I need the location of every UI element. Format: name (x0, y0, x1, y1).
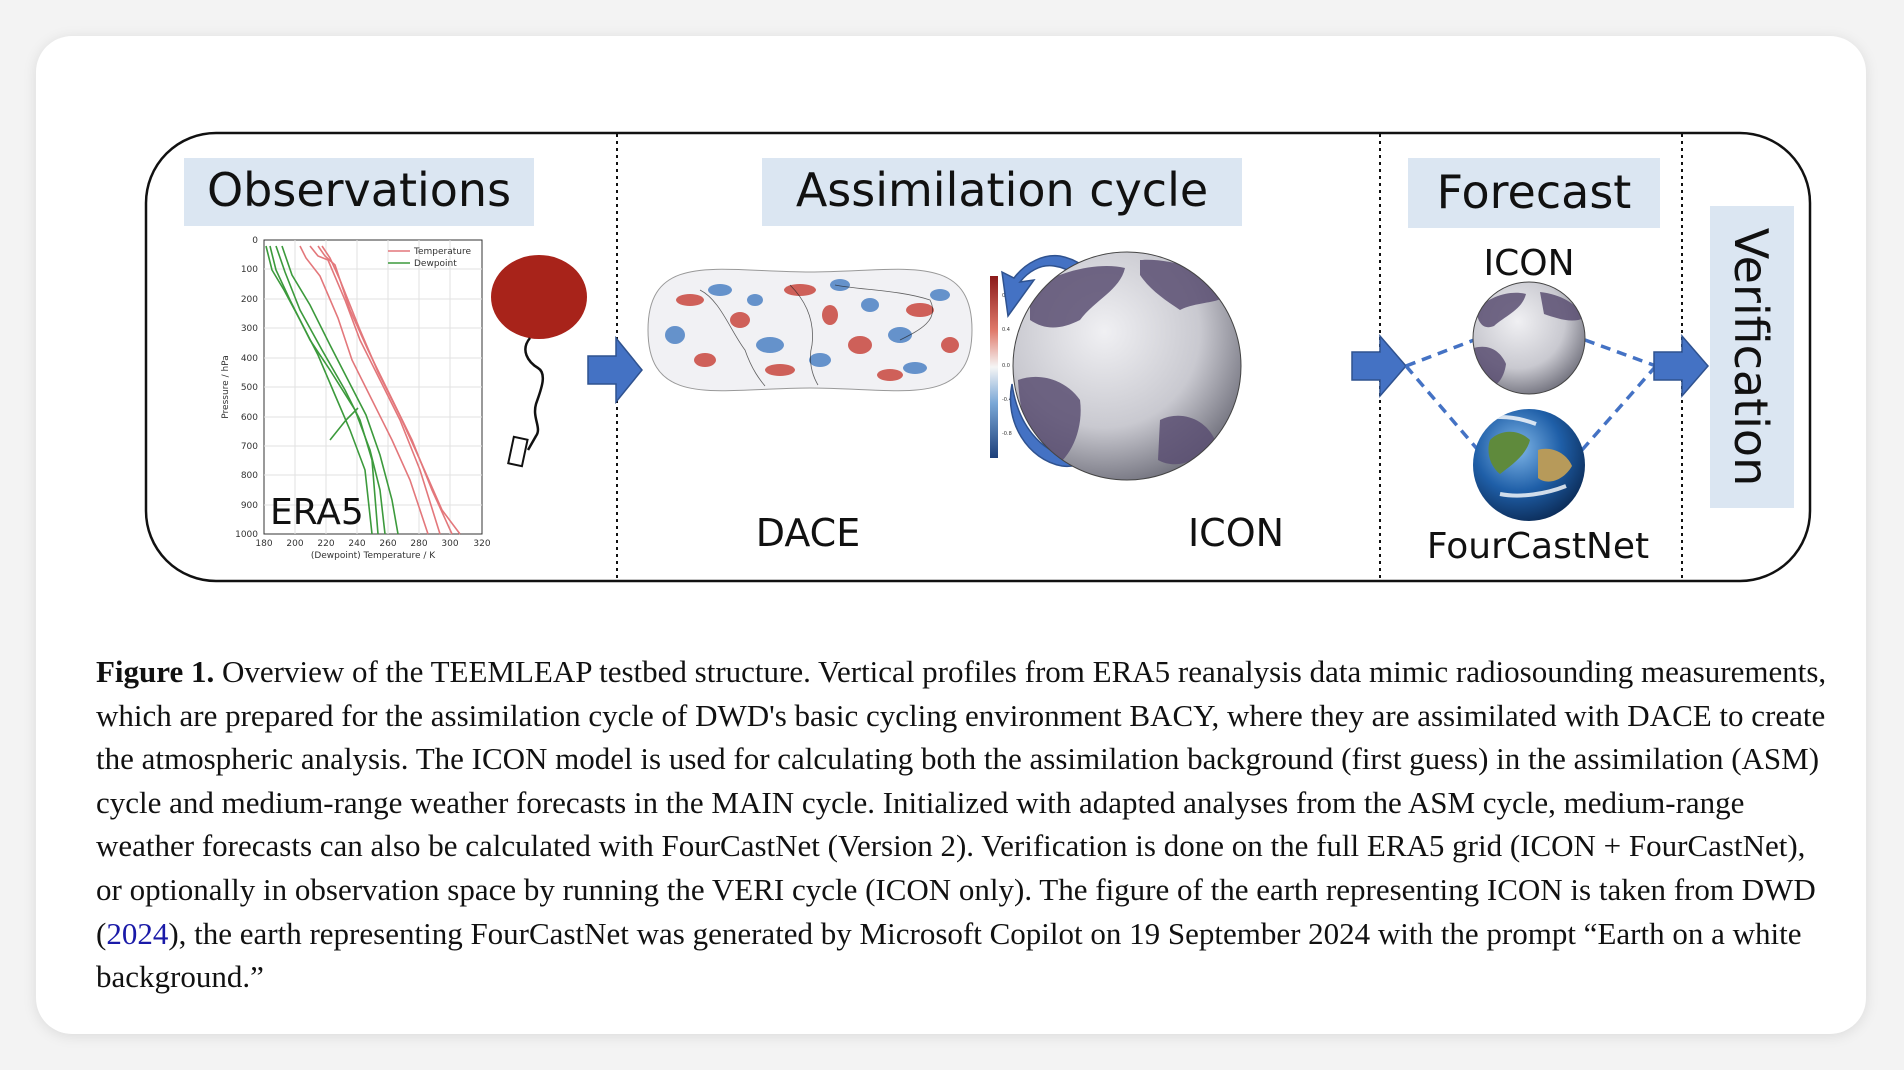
ytick-500: 500 (241, 383, 258, 393)
label-box-verification (1710, 206, 1794, 508)
ytick-100: 100 (241, 265, 258, 275)
ytick-200: 200 (241, 295, 258, 305)
label-dace: DACE (756, 511, 860, 555)
legend-temperature: Temperature (413, 247, 471, 257)
figure-diagram: Observations Assimilation cycle Forecast… (144, 131, 1812, 583)
figure-caption: Figure 1. Overview of the TEEMLEAP testb… (96, 650, 1836, 999)
sounding-ylabel: Pressure / hPa (221, 355, 231, 418)
colorbar-tick-1: 0.4 (1002, 327, 1010, 333)
arrow-forecast-to-verification (1653, 333, 1709, 399)
ytick-700: 700 (241, 442, 258, 452)
arrow-icon-to-forecast (1351, 333, 1407, 399)
section-label-assimilation: Assimilation cycle (796, 163, 1208, 217)
ytick-0: 0 (252, 236, 258, 246)
colorbar-tick-4: -0.8 (1002, 431, 1012, 437)
diagram-frame (144, 131, 1812, 583)
sounding-plot: Temperature Dewpoint 0 100 200 300 400 5… (221, 236, 491, 561)
label-box-observations (184, 158, 534, 226)
ytick-900: 900 (241, 501, 258, 511)
section-label-observations: Observations (207, 163, 511, 217)
sounding-xlabel: (Dewpoint) Temperature / K (311, 551, 436, 561)
xtick-320: 320 (473, 539, 490, 549)
label-box-assimilation (762, 158, 1242, 226)
label-icon-assimilation: ICON (1188, 511, 1284, 555)
section-label-verification: Verification (1724, 228, 1778, 486)
citation-link[interactable]: 2024 (106, 915, 169, 951)
ytick-800: 800 (241, 471, 258, 481)
xtick-280: 280 (410, 539, 427, 549)
xtick-260: 260 (379, 539, 396, 549)
xtick-220: 220 (317, 539, 334, 549)
ytick-1000: 1000 (235, 530, 258, 540)
ytick-600: 600 (241, 413, 258, 423)
label-box-forecast (1408, 158, 1660, 228)
icon-globe-forecast (1472, 281, 1586, 395)
dace-map (648, 270, 972, 391)
xtick-180: 180 (255, 539, 272, 549)
forecast-dashed-links (1404, 338, 1658, 452)
weather-balloon-icon (491, 255, 587, 468)
ytick-400: 400 (241, 354, 258, 364)
legend-dewpoint: Dewpoint (414, 259, 457, 269)
xtick-200: 200 (286, 539, 303, 549)
label-icon-forecast: ICON (1483, 243, 1574, 284)
arrow-obs-to-dace (587, 335, 643, 405)
colorbar-tick-2: 0.0 (1002, 363, 1010, 369)
label-era5: ERA5 (270, 492, 364, 533)
label-fourcastnet: FourCastNet (1427, 526, 1649, 567)
caption-label: Figure 1. (96, 654, 215, 689)
xtick-240: 240 (348, 539, 365, 549)
colorbar-tick-3: -0.4 (1002, 397, 1012, 403)
icon-globe-assimilation (1012, 251, 1242, 481)
section-label-forecast: Forecast (1437, 165, 1632, 219)
fourcastnet-earth (1473, 409, 1585, 521)
caption-text-part2: ), the earth representing FourCastNet wa… (96, 915, 1802, 995)
ytick-300: 300 (241, 324, 258, 334)
caption-text-part1: Overview of the TEEMLEAP testbed structu… (96, 654, 1827, 951)
xtick-300: 300 (441, 539, 458, 549)
